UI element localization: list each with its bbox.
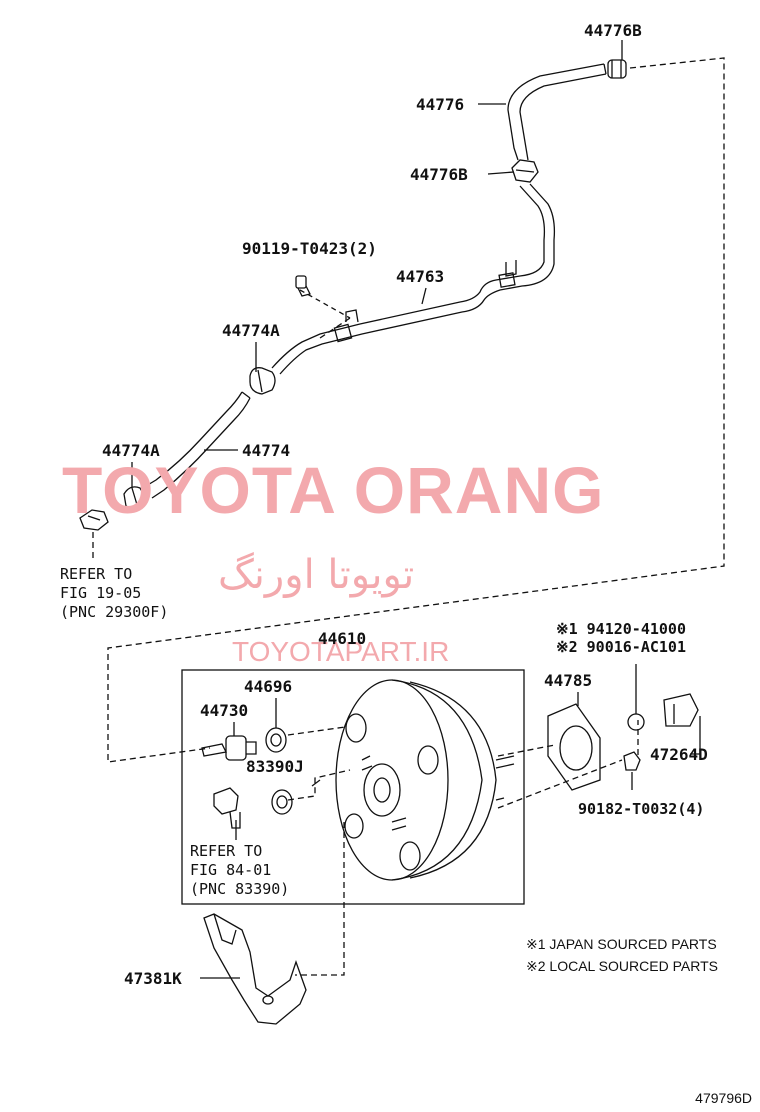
watermark-line-1: TOYOTA ORANG (62, 453, 605, 527)
watermark-line-3: TOYOTAPART.IR (232, 636, 450, 667)
reference-fuel-fig: REFER TO FIG 19-05 (PNC 29300F) (60, 565, 169, 621)
label-44696: 44696 (244, 677, 293, 696)
nut-90182 (623, 751, 641, 771)
bolt-90119 (295, 275, 311, 297)
label-83390J: 83390J (246, 757, 304, 776)
grommet-83390J (271, 789, 293, 815)
connector-fuel (79, 509, 109, 531)
grommet-44696 (265, 727, 287, 753)
gasket-44785 (547, 703, 601, 791)
label-44763: 44763 (396, 267, 445, 286)
clamp-44774A-upper (249, 367, 276, 395)
label-44785: 44785 (544, 671, 593, 690)
label-94120: ※1 94120-41000 (556, 620, 686, 638)
hose-44774 (145, 391, 251, 499)
label-47381K: 47381K (124, 969, 182, 988)
label-44774A-upper: 44774A (222, 321, 280, 340)
note-japan-sourced: ※1 JAPAN SOURCED PARTS (526, 936, 717, 952)
clevis-47264D (663, 693, 699, 727)
label-44776B-mid: 44776B (410, 165, 468, 184)
clamp-44774A-lower (123, 486, 147, 511)
clamp-44776B-top (607, 59, 627, 79)
note-local-sourced: ※2 LOCAL SOURCED PARTS (526, 958, 718, 974)
check-valve-44730 (201, 735, 257, 761)
booster-group-frame (181, 669, 525, 905)
label-47264D: 47264D (650, 745, 708, 764)
leader-lines (131, 40, 701, 979)
label-44774: 44774 (242, 441, 291, 460)
reference-vacuum-fig: REFER TO FIG 84-01 (PNC 83390) (190, 842, 290, 898)
label-44610: 44610 (318, 629, 367, 648)
label-90119: 90119-T0423(2) (242, 239, 377, 258)
label-44776B-top: 44776B (584, 21, 642, 40)
hose-44776 (507, 63, 607, 161)
pipe-44763 (271, 183, 556, 375)
dashed-guide-lines (92, 57, 725, 976)
illustration-code: 479796D (695, 1090, 752, 1106)
brake-booster-44610 (335, 679, 515, 881)
watermark-line-2: تویوتا اورنگ (218, 552, 415, 598)
bracket-47381K (203, 913, 307, 1025)
label-90182: 90182-T0032(4) (578, 800, 705, 818)
label-90016: ※2 90016-AC101 (556, 638, 686, 656)
label-44776: 44776 (416, 95, 465, 114)
nut-94120 (627, 713, 645, 731)
label-44730: 44730 (200, 701, 249, 720)
label-44774A-lower: 44774A (102, 441, 160, 460)
clamp-44776B-mid (511, 159, 539, 183)
